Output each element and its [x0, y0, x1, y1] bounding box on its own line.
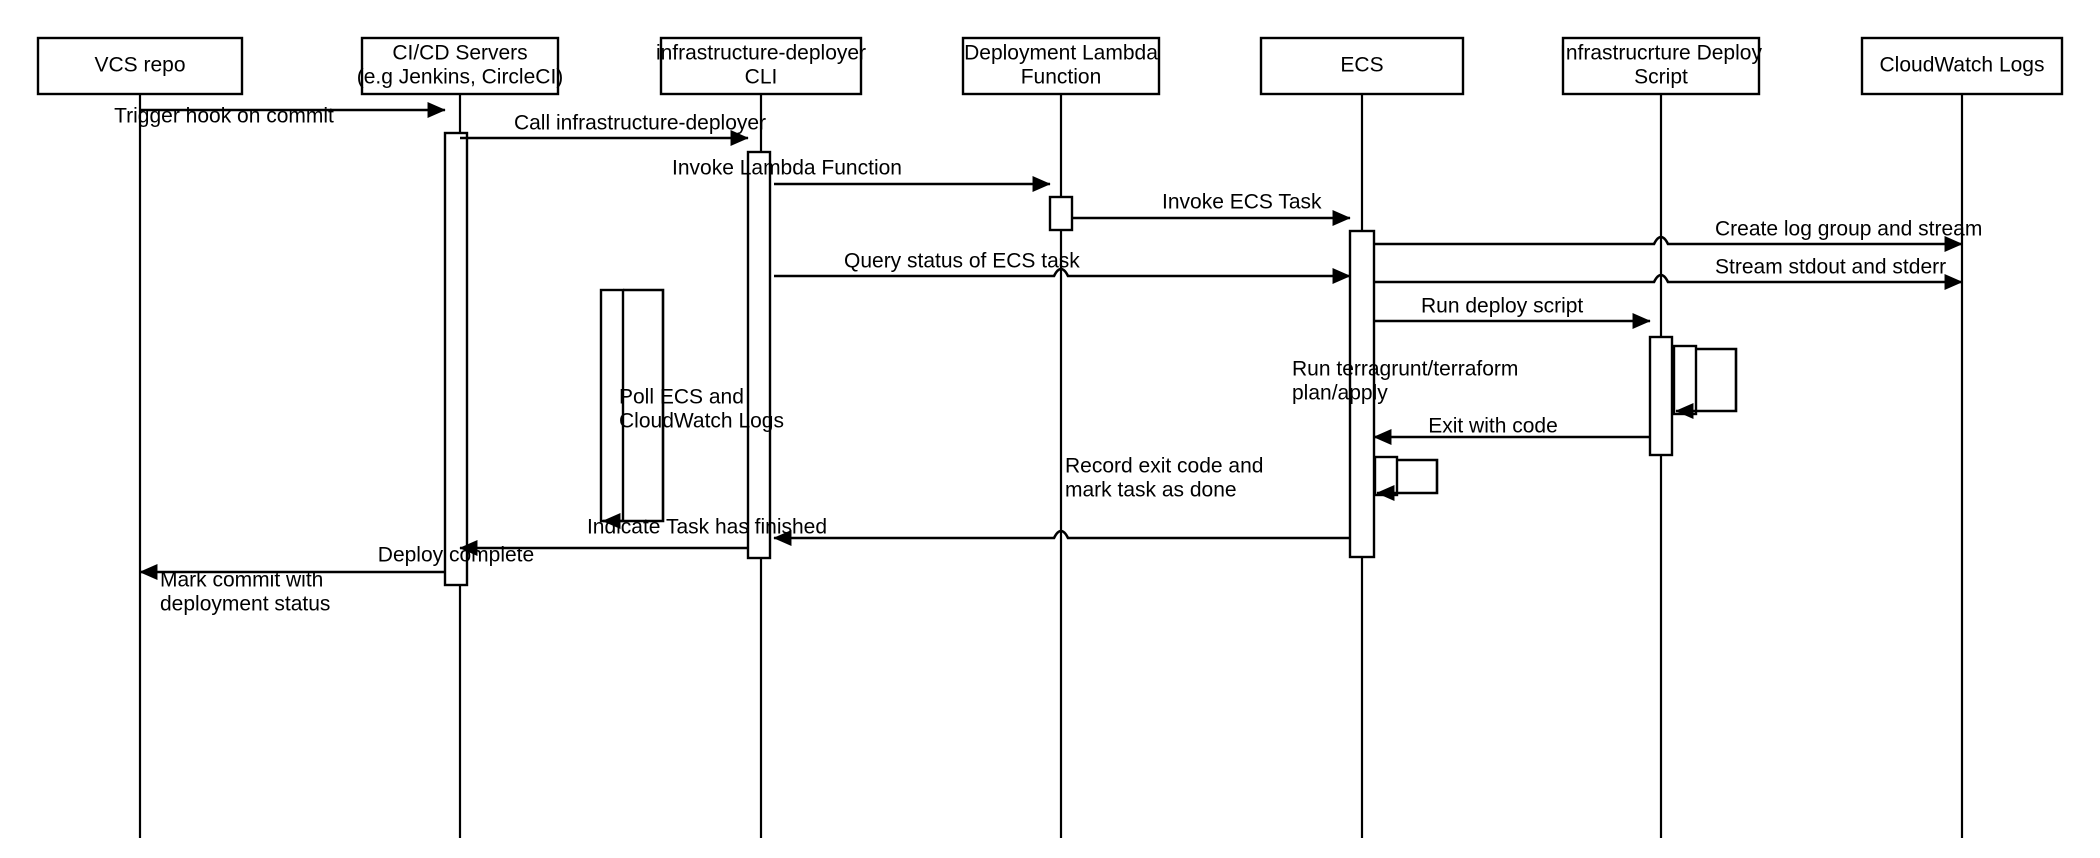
message-label: Deploy complete	[378, 544, 534, 567]
message-label: Run terragrunt/terraform	[1292, 358, 1518, 381]
activations-layer	[443, 131, 1698, 587]
message-label: deployment status	[160, 593, 330, 616]
participant-label: Infrastrucrture Deploy	[1560, 42, 1762, 65]
participant-label: CLI	[745, 66, 778, 89]
message-label: Exit with code	[1428, 415, 1558, 438]
participant-label: (e.g Jenkins, CircleCI)	[357, 66, 564, 89]
participant-boxes-layer: VCS repo CI/CD Servers(e.g Jenkins, Circl…	[36, 36, 2064, 96]
message-m6: Query status of ECS task	[774, 250, 1351, 285]
activation-bar-deploy	[1672, 344, 1698, 416]
participant-vcs[interactable]: VCS repo	[36, 36, 244, 96]
message-label: Poll ECS and	[619, 386, 744, 409]
message-label: Stream stdout and stderr	[1715, 256, 1946, 279]
message-label: Indicate Task has finished	[587, 516, 827, 539]
activation-bar-cli	[746, 150, 772, 560]
messages-layer: Trigger hook on commit Call infrastructur…	[114, 101, 1982, 616]
message-label: Invoke Lambda Function	[672, 157, 902, 180]
self-message-line	[1675, 347, 1738, 420]
message-arrow	[1374, 273, 1963, 291]
message-label: mark task as done	[1065, 479, 1237, 502]
activation-bar-ecs	[1373, 455, 1399, 497]
message-label: Invoke ECS Task	[1162, 191, 1322, 214]
message-m5: Create log group and stream	[1374, 218, 1982, 253]
participant-label: Script	[1634, 66, 1688, 89]
message-label: Create log group and stream	[1715, 218, 1982, 241]
message-label: Trigger hook on commit	[114, 105, 334, 128]
message-label: Call infrastructure-deployer	[514, 112, 766, 135]
participant-box[interactable]	[659, 36, 863, 96]
participant-label: infrastructure-deployer	[656, 42, 866, 65]
participant-box[interactable]	[1259, 36, 1465, 96]
participant-cwlogs[interactable]: CloudWatch Logs	[1860, 36, 2064, 96]
participant-label: ECS	[1340, 54, 1383, 77]
message-m2: Call infrastructure-deployer	[460, 112, 766, 147]
message-m3: Invoke Lambda Function	[672, 157, 1051, 193]
participant-label: CI/CD Servers	[392, 42, 527, 65]
message-label: plan/apply	[1292, 382, 1388, 405]
participant-box[interactable]	[36, 36, 244, 96]
activation-bar-ecs	[1348, 229, 1376, 559]
message-arrow	[774, 267, 1351, 285]
participant-box[interactable]	[360, 36, 560, 96]
participant-label: CloudWatch Logs	[1880, 54, 2045, 77]
message-arrow	[773, 529, 1350, 547]
message-arrow	[1374, 235, 1963, 253]
message-m7: Stream stdout and stderr	[1374, 256, 1963, 291]
participant-box[interactable]	[1561, 36, 1761, 96]
participant-box[interactable]	[961, 36, 1161, 96]
participant-label: VCS repo	[94, 54, 185, 77]
participant-ecs[interactable]: ECS	[1259, 36, 1465, 96]
message-label: Record exit code and	[1065, 455, 1263, 478]
message-m14: Deploy complete	[378, 539, 748, 567]
participant-box[interactable]	[1860, 36, 2064, 96]
message-label: Mark commit with	[160, 569, 323, 592]
self-message-line	[602, 288, 665, 530]
message-m4: Invoke ECS Task	[1072, 191, 1351, 227]
self-message-line	[1376, 458, 1439, 502]
participant-label: Function	[1021, 66, 1102, 89]
participant-label: Deployment Lambda	[964, 42, 1158, 65]
message-label: CloudWatch Logs	[619, 410, 784, 433]
participant-cicd[interactable]: CI/CD Servers(e.g Jenkins, CircleCI)	[357, 36, 564, 96]
activation-bar-cicd	[443, 131, 469, 587]
activation-bar-deploy	[1648, 335, 1674, 457]
activation-bar-lambda	[1048, 195, 1074, 232]
message-m1: Trigger hook on commit	[114, 101, 446, 128]
message-m13: Indicate Task has finished	[587, 516, 1350, 547]
message-label: Query status of ECS task	[844, 250, 1080, 273]
message-label: Run deploy script	[1421, 295, 1583, 318]
message-m10: Exit with code	[1373, 415, 1650, 446]
message-m8: Run deploy script	[1374, 295, 1651, 330]
